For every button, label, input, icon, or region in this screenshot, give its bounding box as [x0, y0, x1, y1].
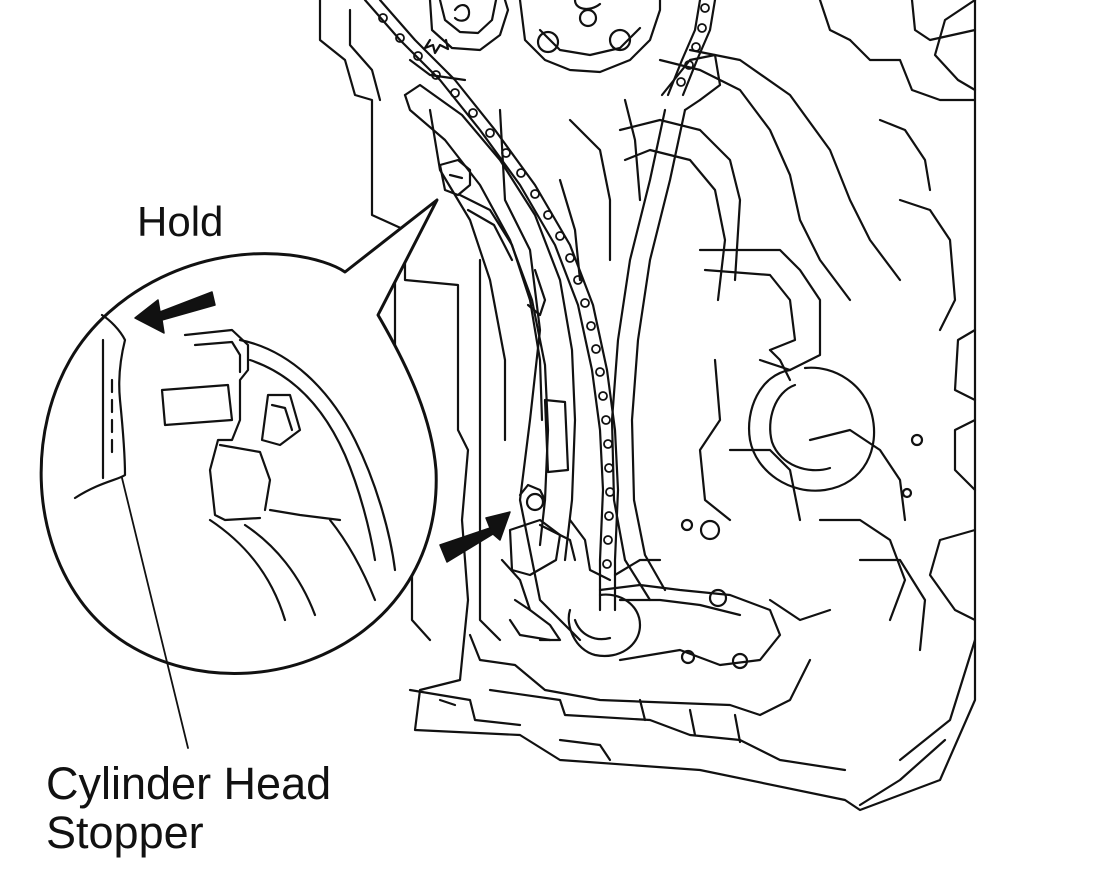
timing-cover-ribs	[393, 48, 957, 652]
engine-block	[318, 0, 977, 812]
stopper-label-line1: Cylinder Head	[46, 758, 332, 809]
hold-label: Hold	[137, 198, 224, 245]
chain-tensioner-slipper	[403, 83, 577, 562]
crankshaft-bore	[747, 348, 924, 499]
timing-chain-links-left	[378, 13, 615, 569]
callout-detail-parts	[73, 313, 397, 622]
motion-arrow	[134, 291, 216, 334]
crankshaft-sprocket	[567, 518, 782, 670]
chain-tensioner	[500, 518, 612, 642]
detail-callout	[39, 198, 439, 675]
stopper-label-line2: Stopper	[46, 806, 204, 858]
camshaft-sprocket	[408, 0, 662, 82]
right-chain-guide	[610, 53, 722, 602]
stopper-leader-line	[121, 477, 189, 749]
pointer-arrow	[439, 511, 511, 563]
cylinder-head-stopper-label: Cylinder Head Stopper	[46, 758, 406, 858]
timing-chain-left	[363, 0, 620, 612]
